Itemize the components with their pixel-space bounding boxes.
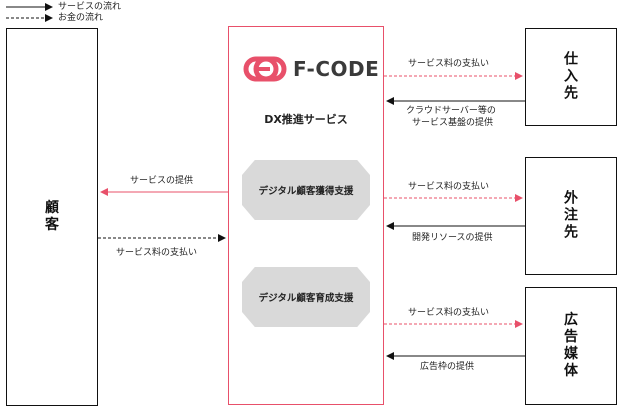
supplier-box-shiiresaki: 仕 入 先 (525, 28, 617, 126)
legend-solid-label: サービスの流れ (58, 2, 122, 12)
supplier-box-gaichusaki: 外 注 先 (525, 157, 617, 275)
service-box-acquisition: デジタル顧客獲得支援 (242, 160, 370, 220)
label-customer-payment: サービス料の支払い (116, 248, 198, 258)
legend-dashed-label: お金の流れ (58, 13, 104, 23)
label-pay-supplier3: サービス料の支払い (408, 308, 490, 318)
label-pay-supplier2: サービス料の支払い (408, 182, 490, 192)
label-from-supplier2: 開発リソースの提供 (412, 233, 493, 243)
service-box-nurturing: デジタル顧客育成支援 (242, 267, 370, 327)
supplier-box-kokoku-baitai: 広 告 媒 体 (525, 287, 617, 405)
logo-text: F-CODE (293, 57, 380, 81)
label-from-supplier3: 広告枠の提供 (420, 362, 475, 372)
customer-box: 顧 客 (6, 28, 98, 406)
label-pay-supplier1: サービス料の支払い (408, 59, 490, 69)
supplier-label-shiiresaki: 仕 入 先 (564, 51, 578, 102)
label-from-supplier1-line1: クラウドサーバー等の (406, 106, 496, 116)
customer-label: 顧 客 (45, 200, 59, 233)
label-service-to-customer: サービスの提供 (130, 176, 194, 186)
dx-title: DX推進サービス (264, 113, 348, 126)
dx-service-box: F-CODE DX推進サービス デジタル顧客獲得支援 デジタル顧客育成支援 (228, 26, 384, 405)
label-from-supplier1-line2: サービス基盤の提供 (412, 118, 494, 128)
supplier-label-gaichusaki: 外 注 先 (564, 190, 578, 241)
f-code-logo-icon (243, 56, 287, 82)
supplier-label-kokoku-baitai: 広 告 媒 体 (564, 312, 578, 379)
